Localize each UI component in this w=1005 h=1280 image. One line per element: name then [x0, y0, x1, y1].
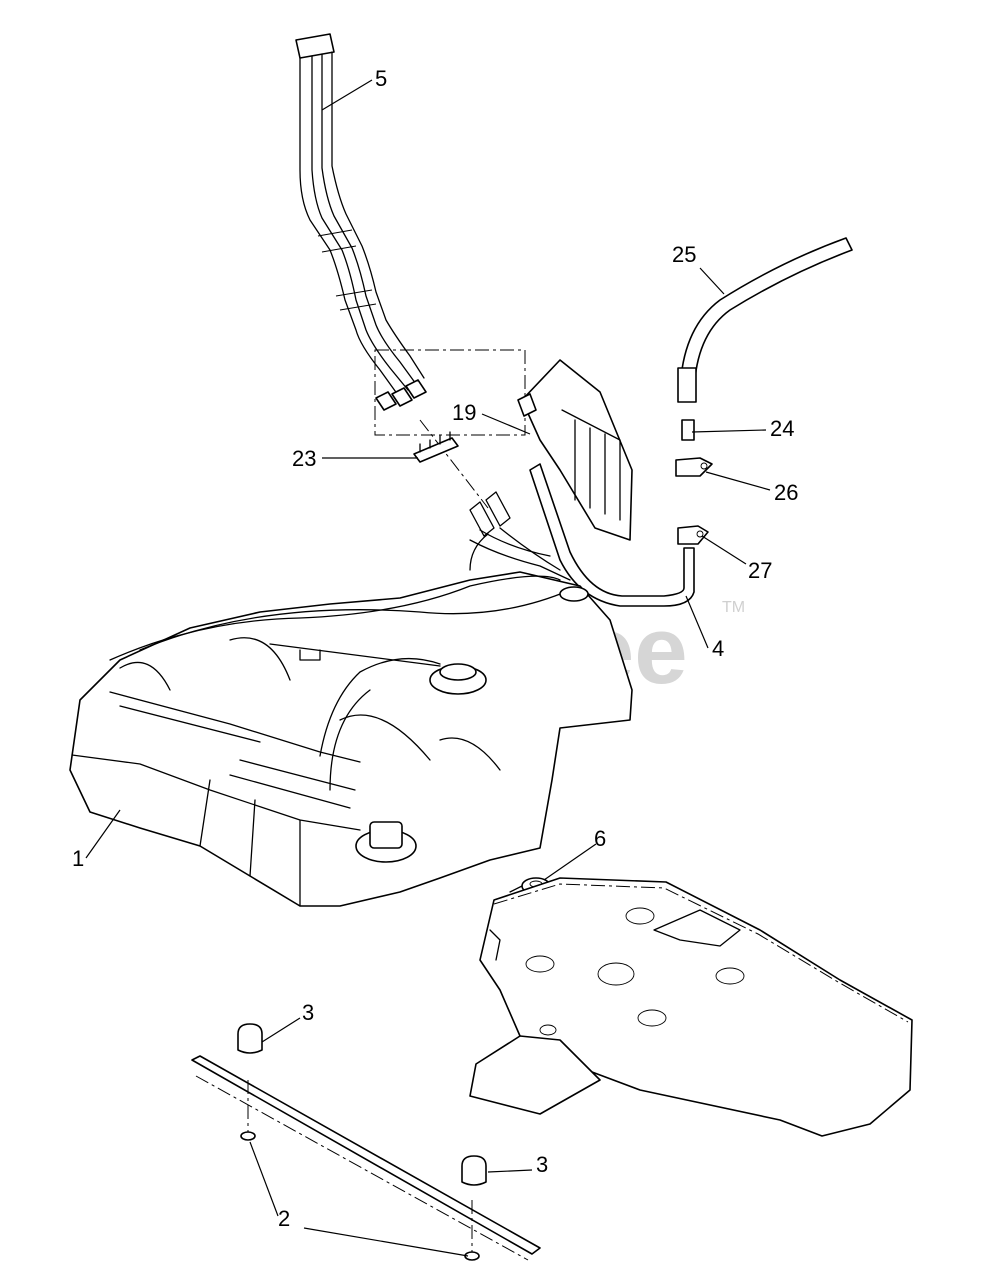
part-5-hose-bundle[interactable] [295, 33, 427, 411]
tank-supply-lines [269, 491, 561, 791]
callout-2[interactable]: 2 [278, 1206, 290, 1231]
callout-23[interactable]: 23 [292, 446, 316, 471]
callout-27[interactable]: 27 [748, 558, 772, 583]
part-25-vent-hose[interactable] [677, 237, 853, 403]
callout-26[interactable]: 26 [774, 480, 798, 505]
callout-24[interactable]: 24 [770, 416, 794, 441]
leader-27 [701, 535, 747, 565]
leader-24 [691, 429, 767, 433]
leader-26 [705, 471, 771, 491]
leader-4 [685, 595, 709, 649]
part-1-fuel-tank[interactable] [69, 529, 633, 907]
leader-1 [85, 809, 121, 859]
part-19-bracket[interactable] [517, 359, 633, 541]
watermark-trademark: TM [722, 599, 745, 616]
callout-5[interactable]: 5 [375, 66, 387, 91]
callout-3-lower[interactable]: 3 [536, 1152, 548, 1177]
leader-19 [481, 413, 531, 435]
part-24-fitting[interactable] [681, 419, 695, 441]
callout-4[interactable]: 4 [712, 636, 724, 661]
leader-2a [249, 1141, 279, 1217]
part-27-clamp[interactable] [677, 525, 709, 545]
part-2-washer-upper[interactable] [240, 1131, 256, 1141]
callout-6[interactable]: 6 [594, 826, 606, 851]
part-26-clamp[interactable] [675, 457, 713, 477]
leader-6 [543, 843, 597, 881]
part-23-clip[interactable] [413, 431, 459, 463]
callout-19[interactable]: 19 [452, 400, 476, 425]
part-3-isolator-upper[interactable] [237, 1023, 263, 1054]
leader-25 [699, 267, 725, 295]
part-4-hose[interactable] [529, 463, 695, 607]
mounting-plate [469, 877, 913, 1137]
mounting-strap [191, 1055, 541, 1261]
part-3-isolator-lower[interactable] [461, 1155, 487, 1186]
callout-3-upper[interactable]: 3 [302, 1000, 314, 1025]
leader-3a [261, 1017, 301, 1043]
hose-connector-guideline [374, 349, 526, 436]
leader-5 [321, 79, 373, 111]
hose-centerline [419, 419, 489, 509]
leader-3b [487, 1169, 533, 1173]
leader-2b [303, 1227, 469, 1257]
callout-25[interactable]: 25 [672, 242, 696, 267]
callout-1[interactable]: 1 [72, 846, 84, 871]
